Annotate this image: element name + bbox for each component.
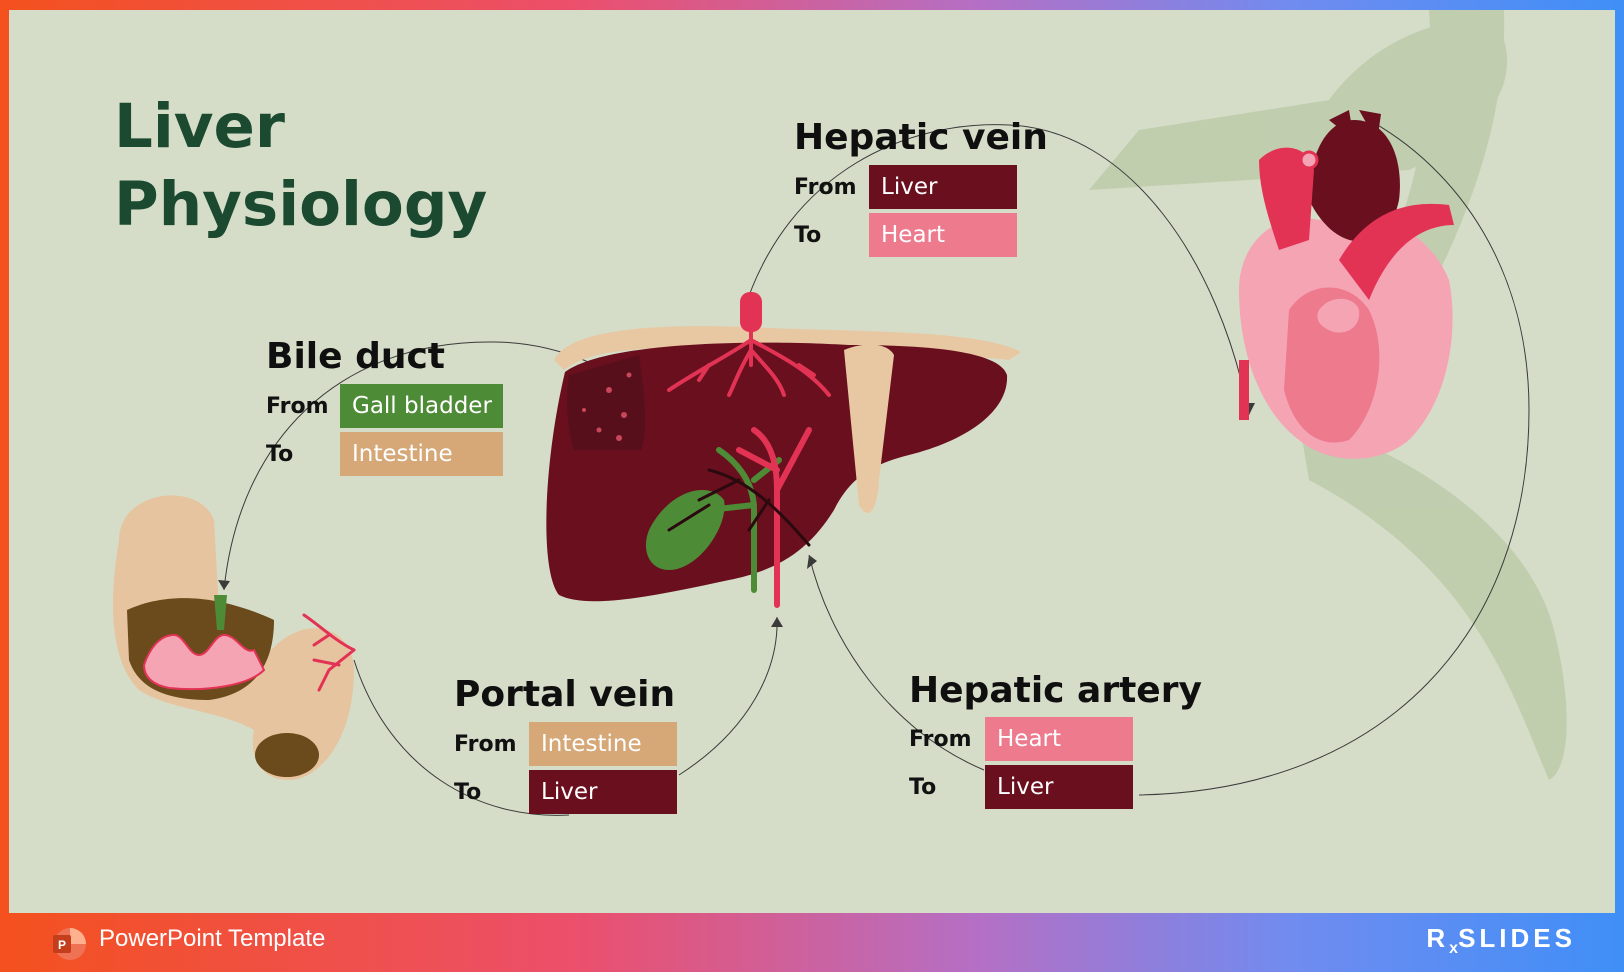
- bile-duct-heading: Bile duct: [266, 336, 445, 377]
- liver-illustration: [546, 292, 1021, 605]
- portal-vein-to-label: To: [454, 780, 481, 805]
- hepatic-artery-heading: Hepatic artery: [909, 670, 1202, 711]
- title-line-2: Physiology: [114, 166, 487, 244]
- portal-vein-from-label: From: [454, 732, 517, 757]
- brand-rx-sub: x: [1449, 940, 1458, 957]
- hepatic-vein-heading: Hepatic vein: [794, 117, 1048, 158]
- page-title: Liver Physiology: [114, 88, 487, 244]
- brand-name: SLIDES: [1458, 923, 1576, 953]
- hepatic-vein-from-label: From: [794, 175, 857, 200]
- hepatic-vein-to-label: To: [794, 223, 821, 248]
- hepatic-artery-from-value: Heart: [985, 717, 1133, 761]
- portal-vein-heading: Portal vein: [454, 674, 675, 715]
- powerpoint-logo-icon: P: [50, 926, 86, 962]
- hepatic-artery-from-label: From: [909, 727, 972, 752]
- brand-logo: RxSLIDES: [1426, 923, 1576, 958]
- bile-duct-to-label: To: [266, 442, 293, 467]
- title-line-1: Liver: [114, 88, 487, 166]
- hepatic-vein-from-value: Liver: [869, 165, 1017, 209]
- hepatic-vein-to-value: Heart: [869, 213, 1017, 257]
- hepatic-artery-to-value: Liver: [985, 765, 1133, 809]
- portal-vein-to-value: Liver: [529, 770, 677, 814]
- bile-duct-from-value: Gall bladder: [340, 384, 503, 428]
- bile-duct-from-label: From: [266, 394, 329, 419]
- hepatic-artery-to-label: To: [909, 775, 936, 800]
- bile-duct-to-value: Intestine: [340, 432, 503, 476]
- svg-text:P: P: [58, 938, 66, 952]
- brand-rx: R: [1426, 923, 1449, 953]
- footer-template-label: PowerPoint Template: [99, 925, 325, 953]
- portal-vein-from-value: Intestine: [529, 722, 677, 766]
- slide-canvas: Liver Physiology Hepatic vein From Liver…: [9, 10, 1615, 913]
